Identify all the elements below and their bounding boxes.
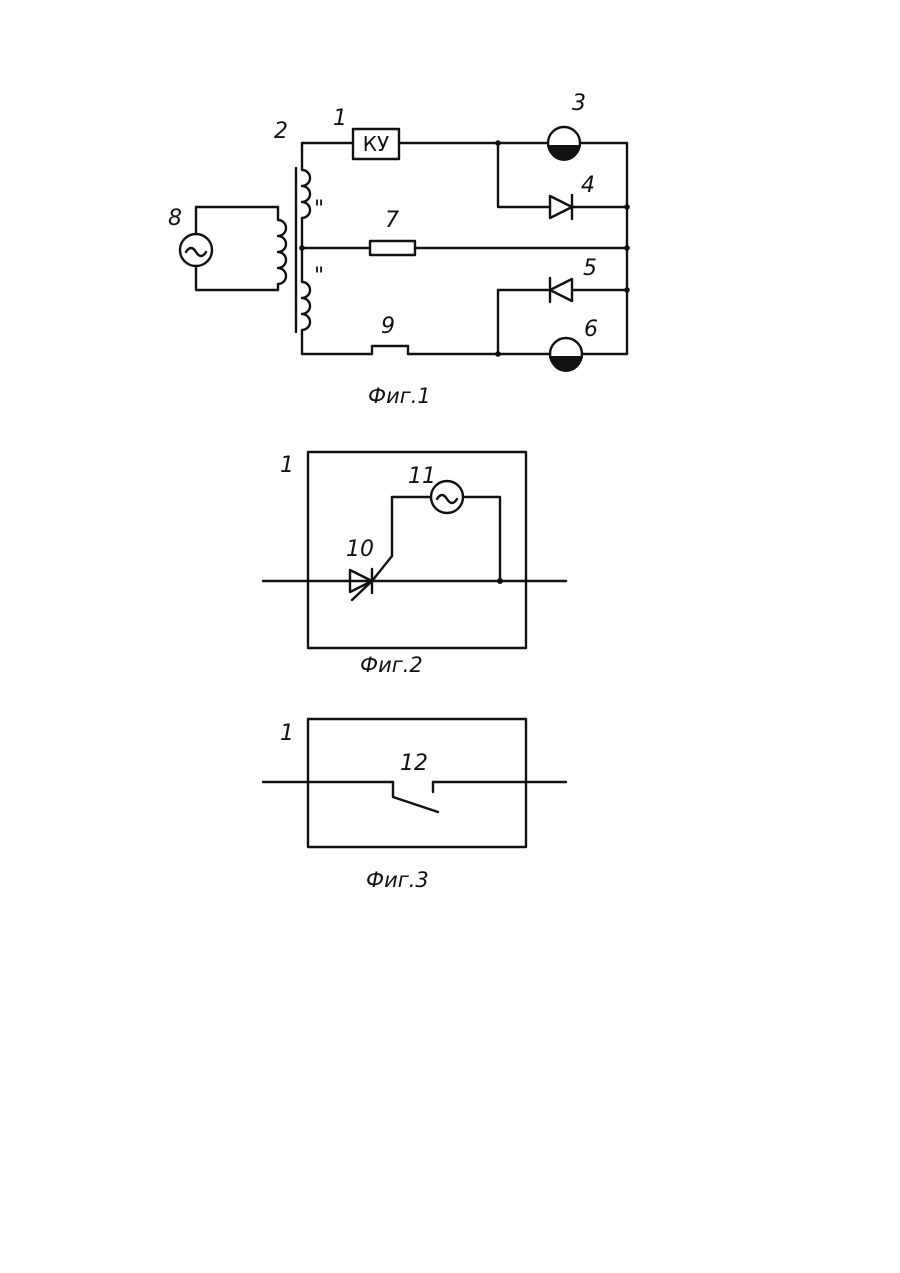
resistor-7 (370, 241, 415, 255)
control-unit-ku: КУ (353, 129, 399, 159)
secondary-winding-lower (302, 248, 310, 354)
ac-source-8 (180, 207, 278, 290)
lamp-6 (550, 338, 582, 372)
label-8: 8 (168, 206, 182, 231)
control-unit-text: КУ (363, 132, 389, 156)
thyristor-10 (350, 556, 392, 600)
label-10: 10 (346, 537, 374, 562)
secondary-winding-upper (302, 143, 310, 248)
switch-12 (393, 782, 438, 812)
lamp-3 (548, 127, 580, 161)
svg-text:": " (314, 264, 324, 289)
primary-winding (278, 207, 286, 290)
label-1: 1 (333, 106, 347, 131)
label-5: 5 (583, 256, 597, 281)
figure-2: 1 11 10 Фиг.2 (263, 452, 566, 677)
label-7: 7 (385, 208, 399, 233)
figure-1-caption: Фиг.1 (368, 384, 431, 408)
diode-5 (550, 278, 572, 302)
element-9 (372, 346, 408, 354)
label-6: 6 (584, 317, 598, 342)
figure-3: 1 12 Фиг.3 (263, 719, 566, 892)
label-9: 9 (381, 314, 395, 339)
label-1-fig2: 1 (280, 453, 294, 478)
label-1-fig3: 1 (280, 721, 294, 746)
diode-4 (550, 195, 572, 219)
label-3: 3 (572, 91, 586, 116)
svg-text:": " (314, 197, 324, 222)
label-11: 11 (408, 464, 436, 489)
figure-3-caption: Фиг.3 (366, 868, 429, 892)
figure-1: КУ (168, 91, 630, 408)
label-2: 2 (274, 119, 288, 144)
label-4: 4 (581, 173, 595, 198)
label-12: 12 (400, 751, 428, 776)
figure-2-caption: Фиг.2 (360, 653, 423, 677)
